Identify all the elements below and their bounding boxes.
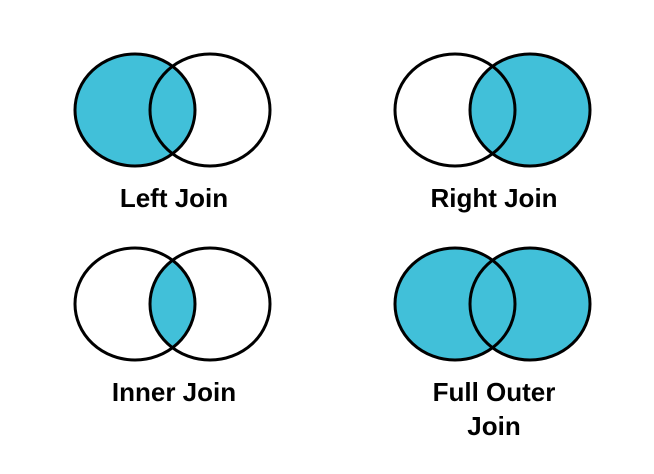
venn-full-outer-join (393, 246, 592, 362)
venn-full-outer-join-right-circle-outline (468, 246, 592, 362)
venn-right-join-left-circle-outline (393, 52, 517, 168)
venn-left-join-right-circle-outline (148, 52, 272, 168)
panel-right-join: Right Join (334, 50, 654, 216)
venn-right-join-shaded-right-circle (470, 54, 590, 166)
venn-inner-join-shaded-intersection (150, 247, 195, 360)
label-right-join: Right Join (430, 183, 558, 213)
diagram-grid: Left Join Right Join (14, 50, 654, 443)
venn-inner-join-left-circle-outline (73, 246, 197, 362)
venn-left-join-left-circle-outline (73, 52, 197, 168)
venn-full-outer-join-shaded-right-circle (470, 247, 590, 360)
panel-left-join: Left Join (14, 50, 334, 216)
venn-inner-join (73, 246, 272, 362)
venn-right-join (393, 52, 592, 168)
venn-left-join (73, 52, 272, 168)
venn-inner-join-right-circle-outline (148, 246, 272, 362)
venn-left-join-shaded-left-circle (75, 54, 195, 166)
label-inner-join: Inner Join (111, 376, 237, 407)
label-left-join: Left Join (119, 183, 229, 213)
panel-inner-join: Inner Join (14, 244, 334, 444)
venn-full-outer-join-left-circle-outline (393, 246, 517, 362)
label-full-outer-join: Full Outer Join (432, 376, 556, 441)
panel-full-outer-join: Full Outer Join (334, 244, 654, 444)
venn-right-join-right-circle-outline (468, 52, 592, 168)
